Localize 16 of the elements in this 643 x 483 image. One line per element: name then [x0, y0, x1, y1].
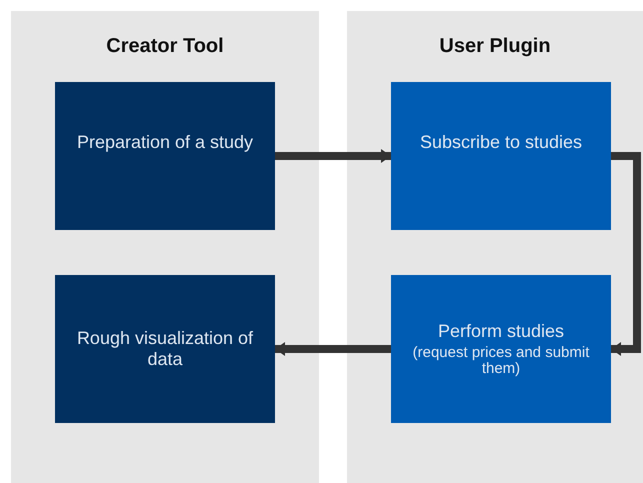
- process-box: [391, 275, 611, 423]
- process-box: [55, 82, 275, 230]
- box-label: Subscribe to studies: [420, 132, 582, 153]
- column-panel: [11, 11, 319, 483]
- column-panel: [347, 11, 643, 483]
- box-label: Perform studies: [438, 321, 564, 342]
- column-heading: User Plugin: [438, 35, 552, 58]
- column-heading: Creator Tool: [105, 35, 225, 58]
- process-box: [55, 275, 275, 423]
- arrow: [611, 152, 641, 356]
- arrow: [275, 149, 391, 163]
- box-note: (request prices and submit them): [412, 345, 590, 377]
- process-box: [391, 82, 611, 230]
- arrow: [275, 342, 391, 356]
- box-label: Rough visualization of data: [76, 328, 254, 370]
- box-label: Preparation of a study: [76, 132, 254, 153]
